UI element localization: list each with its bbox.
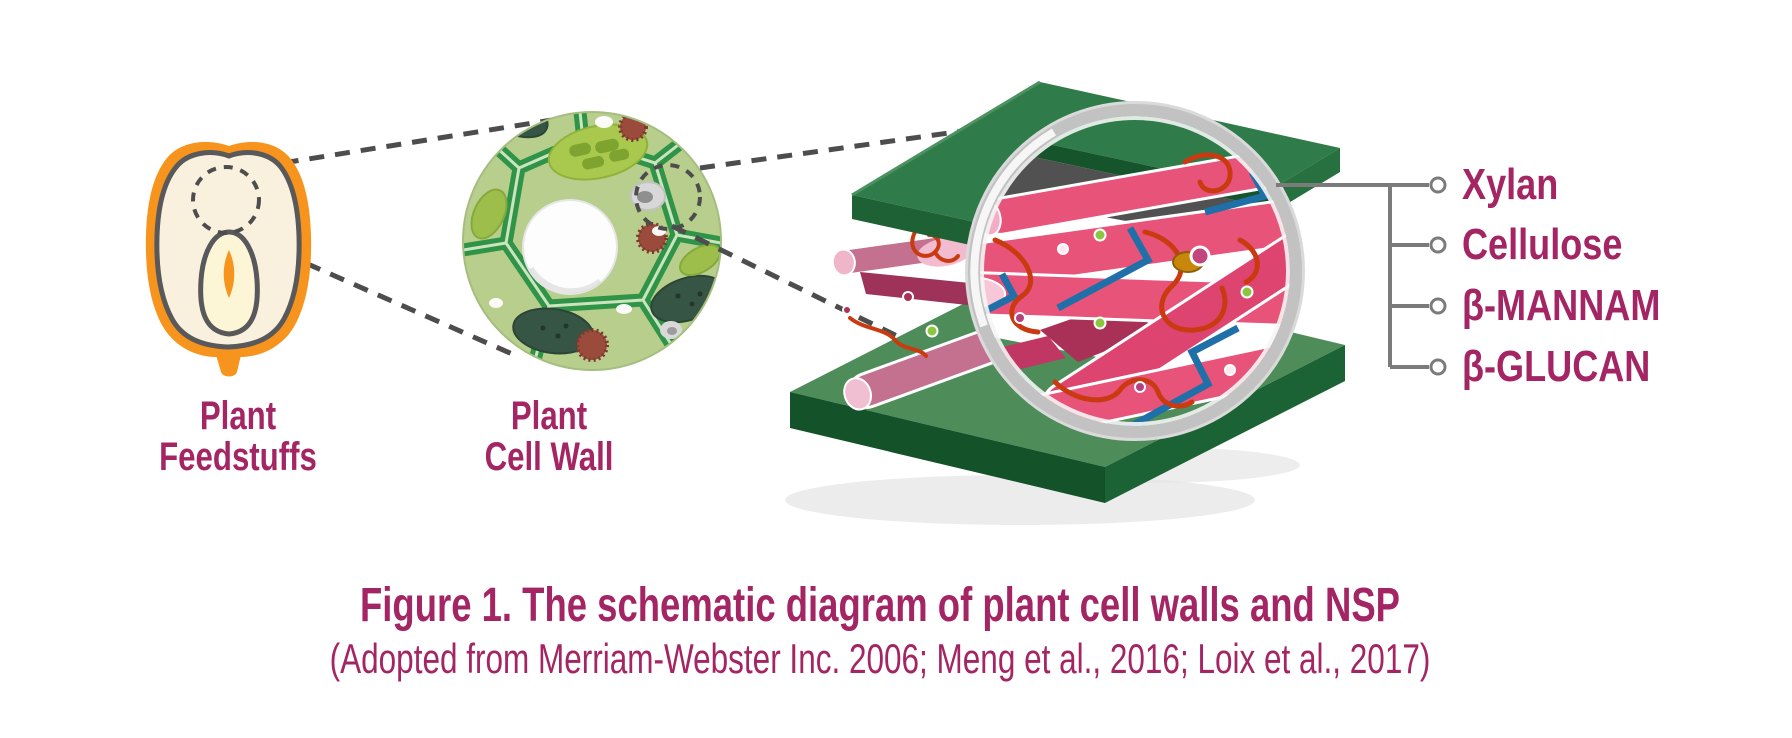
plant-cell-wall-line1: Plant <box>510 394 588 438</box>
nsp-label-cellulose: Cellulose <box>1462 220 1623 269</box>
nsp-label-beta-glucan: β-GLUCAN <box>1462 342 1651 391</box>
figure-caption-title: Figure 1. The schematic diagram of plant… <box>360 579 1400 632</box>
chloroplast-icon <box>547 123 649 181</box>
organelle-speckles <box>502 112 703 339</box>
ground-shadow <box>785 475 1255 525</box>
plant-feedstuffs-line2: Feedstuffs <box>159 435 317 479</box>
nsp-label-beta-mannam: β-MANNAM <box>1462 281 1661 330</box>
plant-feedstuffs-label: Plant Feedstuffs <box>105 396 370 478</box>
seed-zoom-dashed-circle <box>191 165 261 235</box>
seed-stem <box>216 355 241 377</box>
cell-circle-edge <box>462 111 722 371</box>
figure-caption: Figure 1. The schematic diagram of plant… <box>0 580 1760 682</box>
vacuole <box>522 199 618 295</box>
figure-caption-source: (Adopted from Merriam-Webster Inc. 2006;… <box>329 635 1431 682</box>
nsp-bracket-markers <box>1429 176 1447 376</box>
nsp-bracket <box>1276 183 1429 369</box>
plant-cell-wall-illustration <box>462 111 722 371</box>
plant-feedstuffs-line1: Plant <box>199 394 277 438</box>
zoom-dashed-lines-seed-to-cell <box>233 113 578 360</box>
nsp-label-xylan: Xylan <box>1462 160 1559 209</box>
lens-rim <box>965 101 1305 441</box>
seed-illustration <box>145 142 312 377</box>
seed-embryo-axis <box>223 250 235 298</box>
plant-cell-wall-line2: Cell Wall <box>484 435 614 479</box>
cell-zoom-dashed-circle <box>634 163 702 231</box>
plant-cell-wall-label: Plant Cell Wall <box>416 396 681 478</box>
cell-wall-3d-structure <box>785 80 1345 525</box>
plastid-icons <box>470 188 721 277</box>
